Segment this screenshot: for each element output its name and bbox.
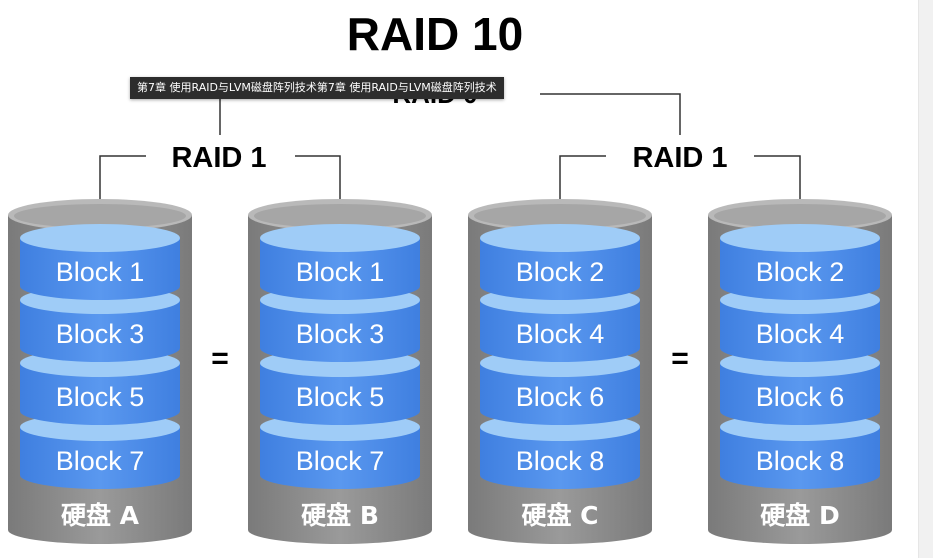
block-label: Block 1: [56, 257, 145, 287]
raid0-connector: [219, 93, 681, 135]
block-label: Block 3: [56, 319, 145, 349]
image-tooltip: 第7章 使用RAID与LVM磁盘阵列技术第7章 使用RAID与LVM磁盘阵列技术: [130, 77, 504, 99]
block-body: [260, 238, 420, 300]
block-label: Block 3: [296, 319, 385, 349]
block-label: Block 1: [296, 257, 385, 287]
disk-label: 硬盘 A: [61, 501, 140, 530]
disk-rim-inner: [14, 204, 186, 228]
block-body: [20, 363, 180, 425]
block: Block 2: [720, 224, 880, 300]
disk-b: Block 7 Block 5 Block 3 Block 1 硬盘 B: [248, 199, 432, 544]
block-body: [20, 300, 180, 362]
block-label: Block 5: [56, 382, 145, 412]
block-label: Block 6: [516, 382, 605, 412]
block-body: [720, 300, 880, 362]
block-label: Block 2: [516, 257, 605, 287]
disk-rim-inner: [474, 204, 646, 228]
disk-label: 硬盘 B: [301, 501, 379, 530]
block-label: Block 4: [516, 319, 605, 349]
block-body: [480, 363, 640, 425]
block-body: [720, 238, 880, 300]
block-top: [20, 224, 180, 252]
block-body: [720, 363, 880, 425]
block-label: Block 2: [756, 257, 845, 287]
block-label: Block 4: [756, 319, 845, 349]
block-body: [260, 300, 420, 362]
raid1-label-right: RAID 1: [632, 142, 727, 174]
raid1-label-left: RAID 1: [171, 142, 266, 174]
block-label: Block 7: [56, 446, 145, 476]
mirror-equals-right: =: [671, 342, 689, 375]
block: Block 2: [480, 224, 640, 300]
block: Block 1: [260, 224, 420, 300]
block-label: Block 6: [756, 382, 845, 412]
block-body: [260, 427, 420, 489]
block-label: Block 8: [516, 446, 605, 476]
block-body: [480, 300, 640, 362]
block-body: [260, 363, 420, 425]
block: Block 1: [20, 224, 180, 300]
block-body: [480, 238, 640, 300]
block-top: [480, 224, 640, 252]
block-label: Block 8: [756, 446, 845, 476]
disk-label: 硬盘 C: [521, 501, 598, 530]
page-scrollbar[interactable]: [918, 0, 933, 558]
diagram-title: RAID 10: [347, 8, 523, 60]
block-body: [20, 427, 180, 489]
block-body: [20, 238, 180, 300]
disk-rim-inner: [254, 204, 426, 228]
disk-a: Block 7 Block 5 Block 3 Block 1 硬盘 A: [8, 199, 192, 544]
block-label: Block 7: [296, 446, 385, 476]
disk-rim-inner: [714, 204, 886, 228]
block-body: [720, 427, 880, 489]
disk-label: 硬盘 D: [760, 501, 839, 530]
disk-d: Block 8 Block 6 Block 4 Block 2 硬盘 D: [708, 199, 892, 544]
disk-c: Block 8 Block 6 Block 4 Block 2 硬盘 C: [468, 199, 652, 544]
block-label: Block 5: [296, 382, 385, 412]
block-top: [720, 224, 880, 252]
block-top: [260, 224, 420, 252]
block-body: [480, 427, 640, 489]
mirror-equals-left: =: [211, 342, 229, 375]
